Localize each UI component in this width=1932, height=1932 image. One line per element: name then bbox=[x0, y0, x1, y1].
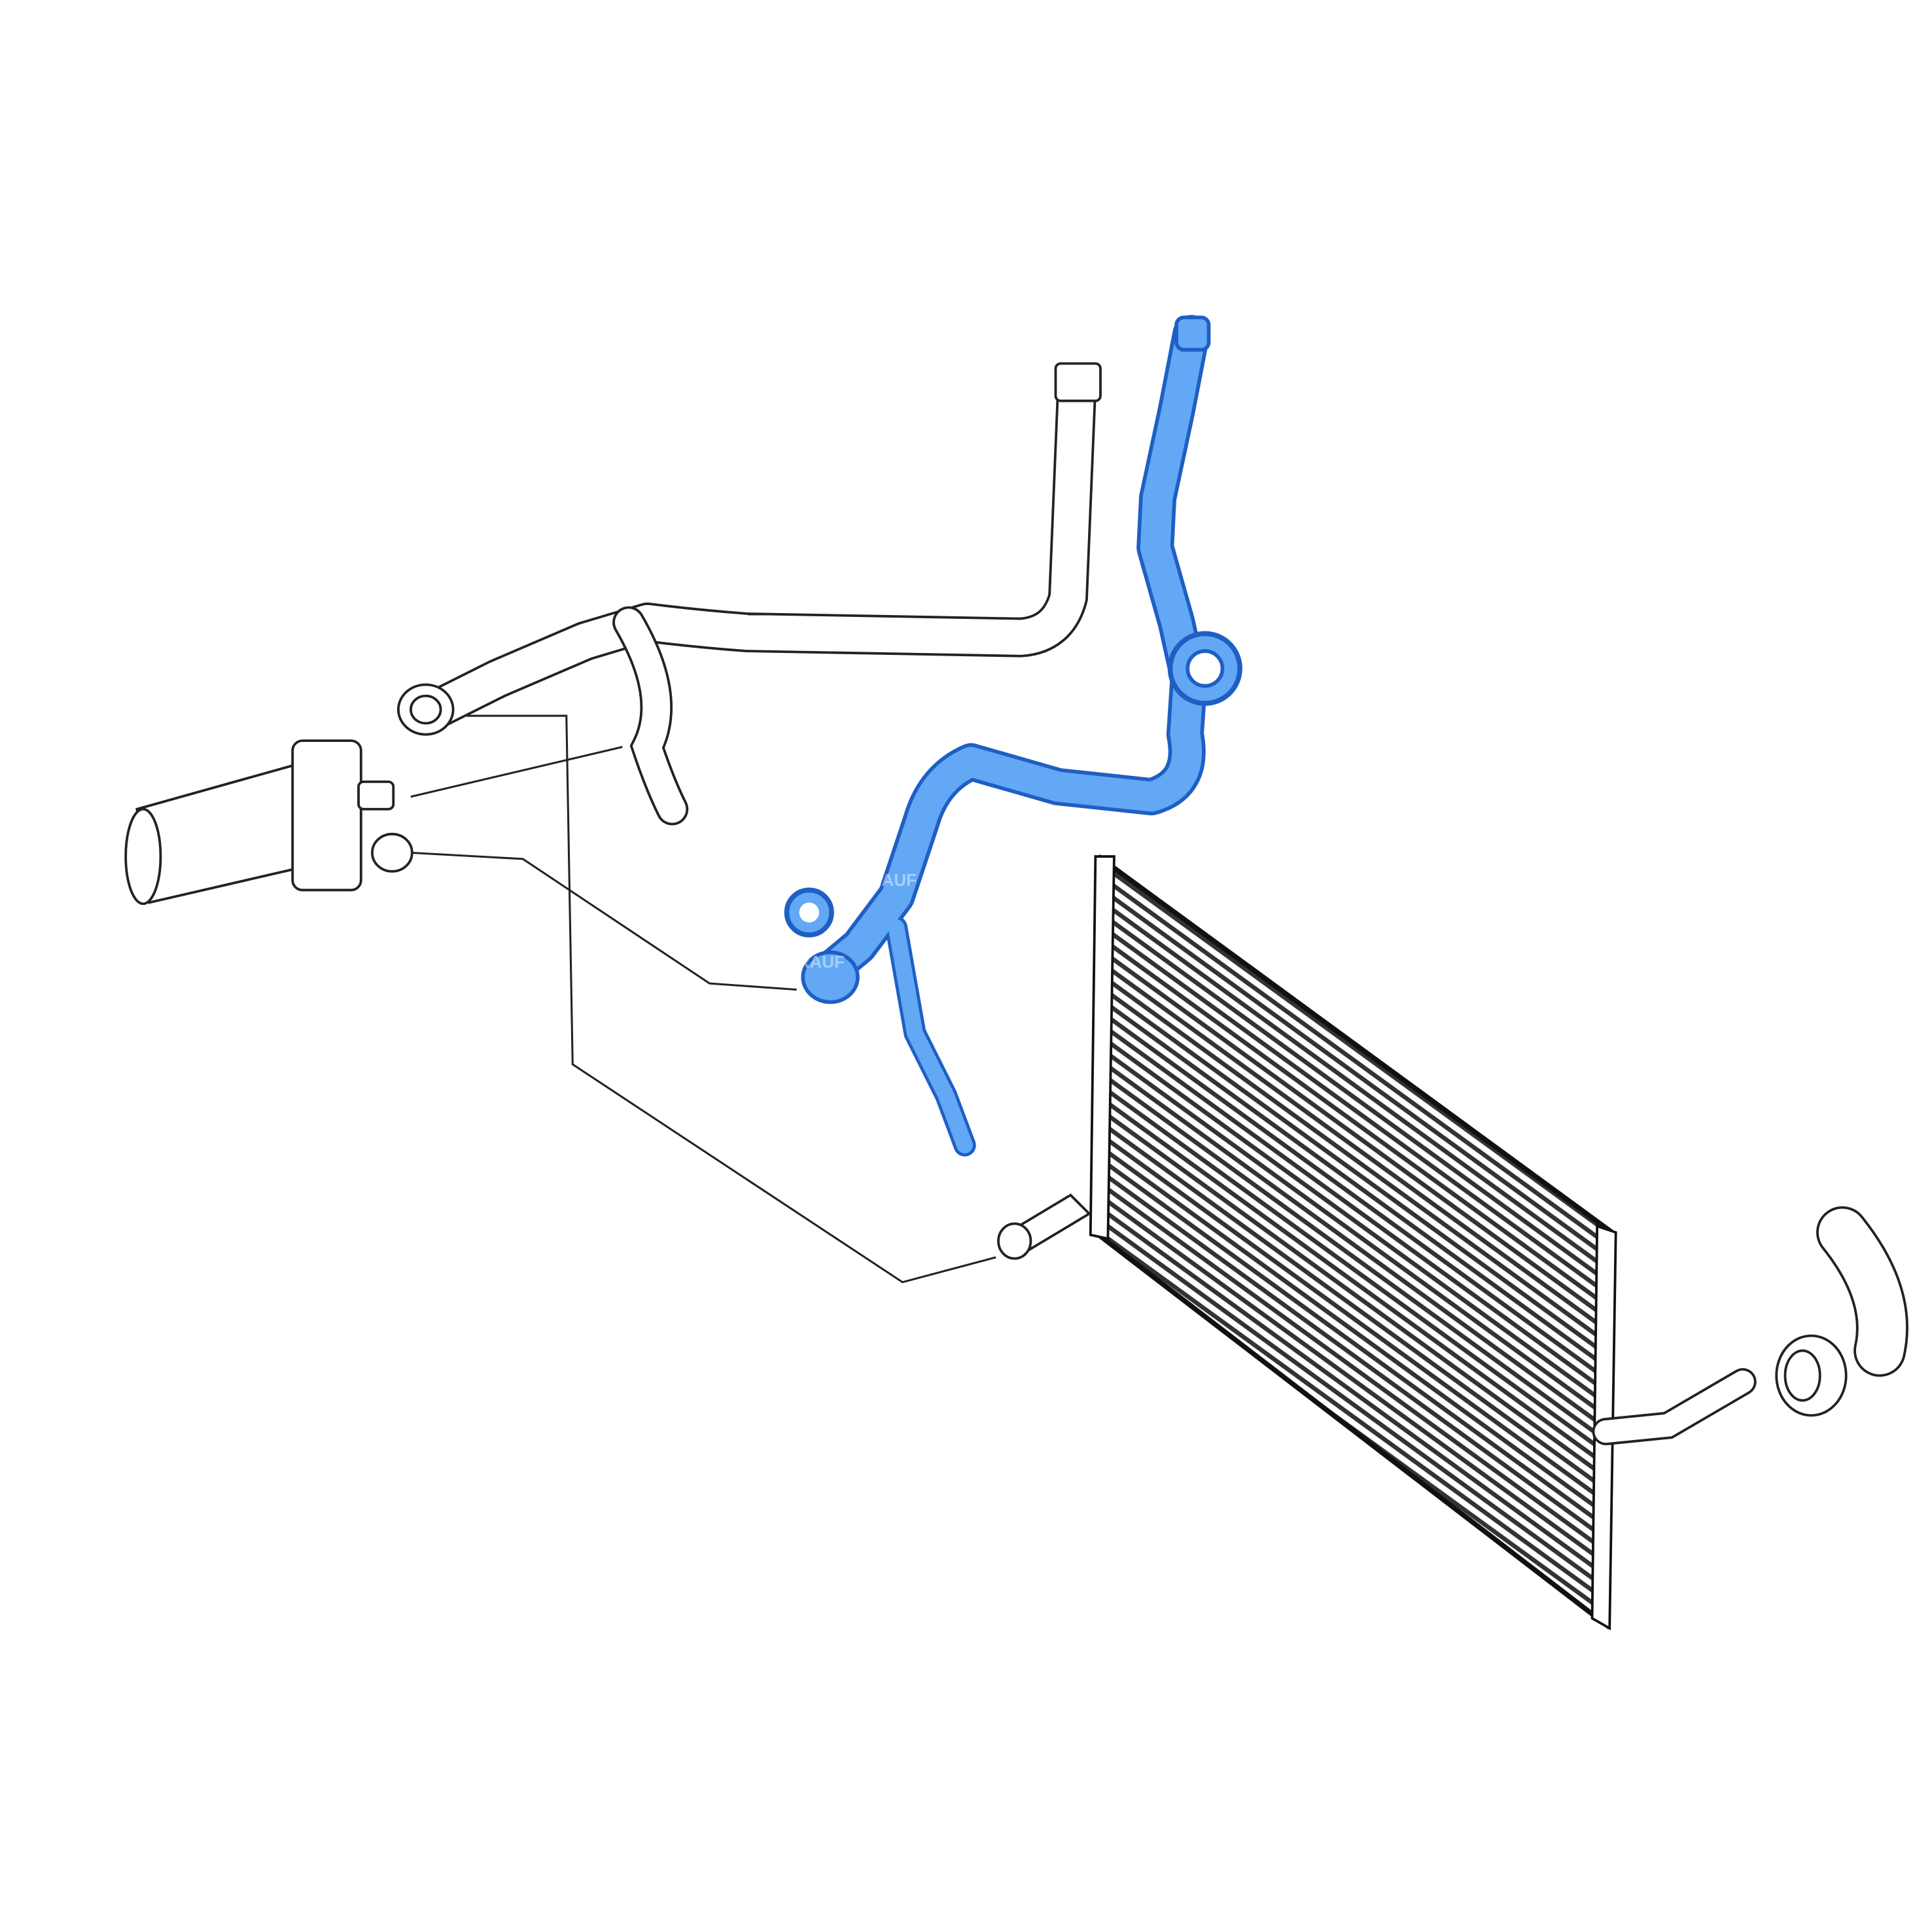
watermark: BRAUF bbox=[785, 952, 845, 972]
highlighted-coolant-hose[interactable] bbox=[784, 315, 1242, 1157]
leader-lines bbox=[410, 714, 996, 1284]
watermark: BRAUF bbox=[857, 870, 917, 890]
auxiliary-water-pump[interactable] bbox=[124, 739, 413, 905]
lower-hose-connector[interactable] bbox=[1775, 1334, 1848, 1417]
radiator[interactable] bbox=[997, 854, 1617, 1630]
upper-coolant-hose[interactable] bbox=[396, 362, 1102, 826]
radiator-outlet-hose[interactable] bbox=[1592, 1206, 1908, 1446]
